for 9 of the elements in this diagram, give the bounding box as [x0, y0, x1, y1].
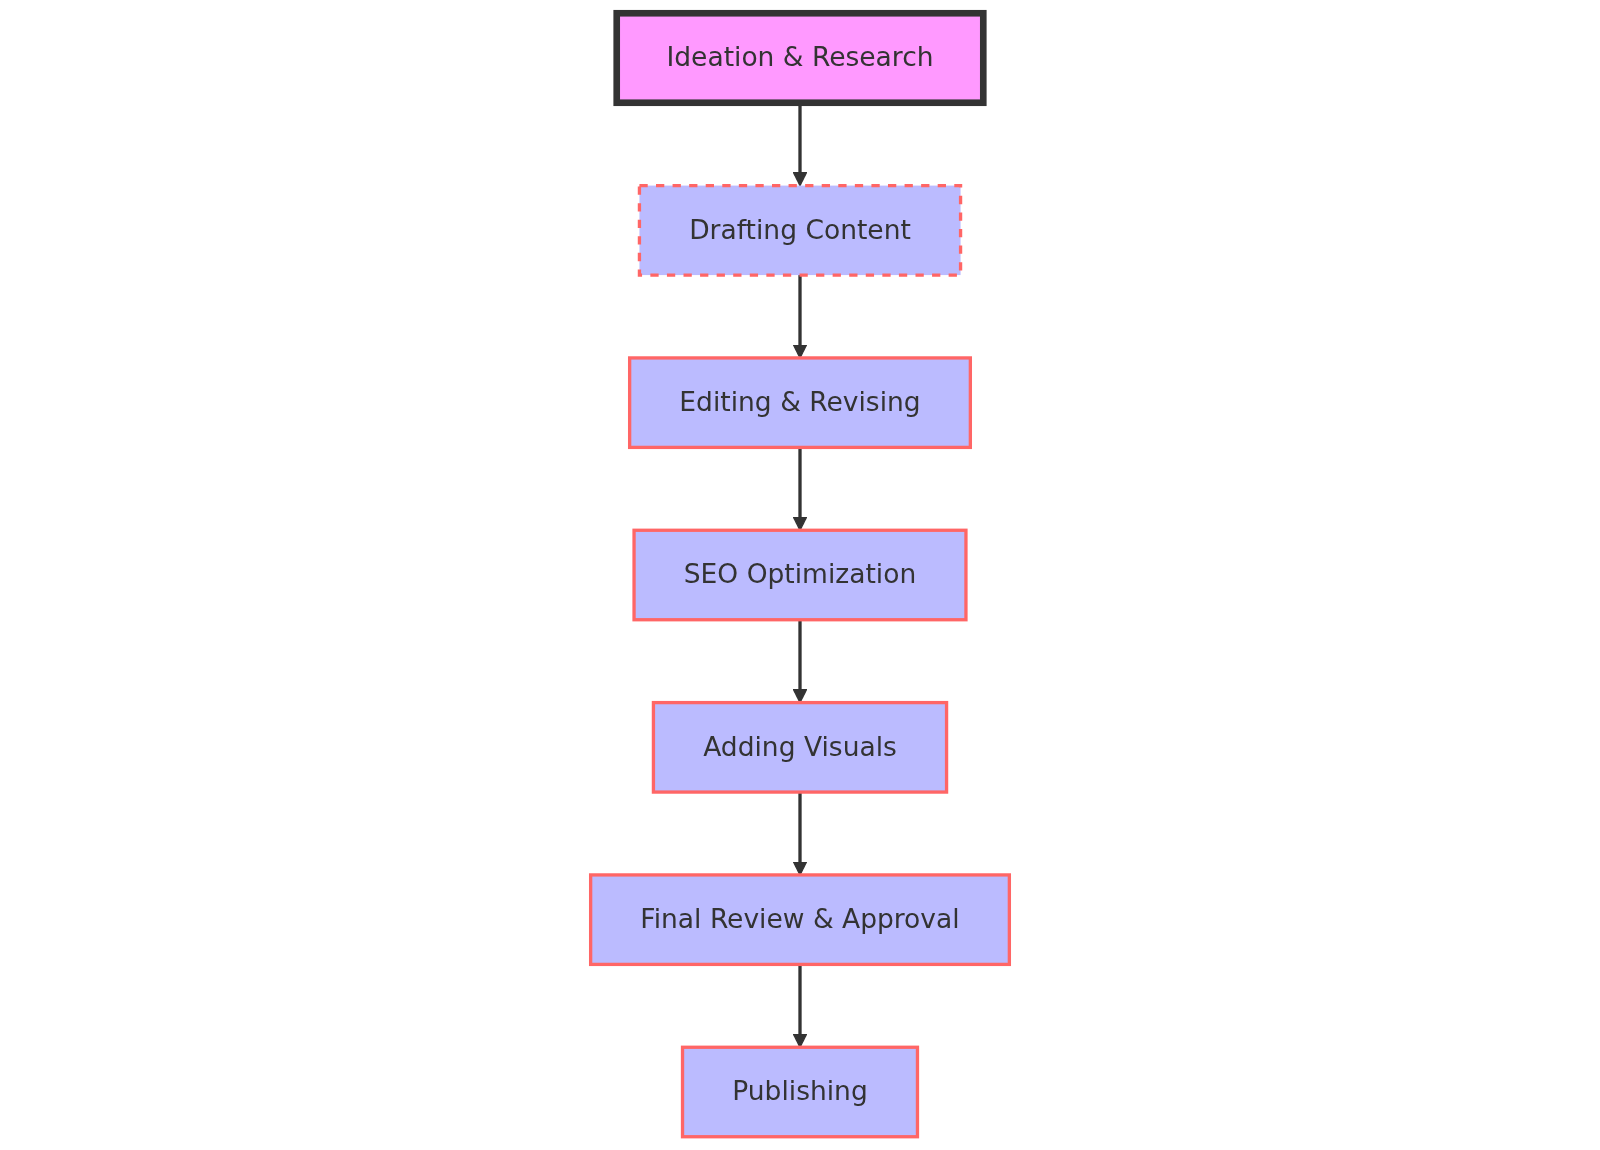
node-box: Drafting Content	[637, 183, 963, 277]
node-box: Adding Visuals	[651, 700, 949, 794]
node-box: Publishing	[680, 1045, 920, 1139]
node-box: SEO Optimization	[632, 528, 968, 622]
arrow	[792, 447, 808, 531]
arrow	[792, 964, 808, 1048]
node-box: Editing & Revising	[628, 356, 972, 450]
node-box: Final Review & Approval	[589, 873, 1011, 967]
node-box: Ideation & Research	[613, 9, 987, 107]
